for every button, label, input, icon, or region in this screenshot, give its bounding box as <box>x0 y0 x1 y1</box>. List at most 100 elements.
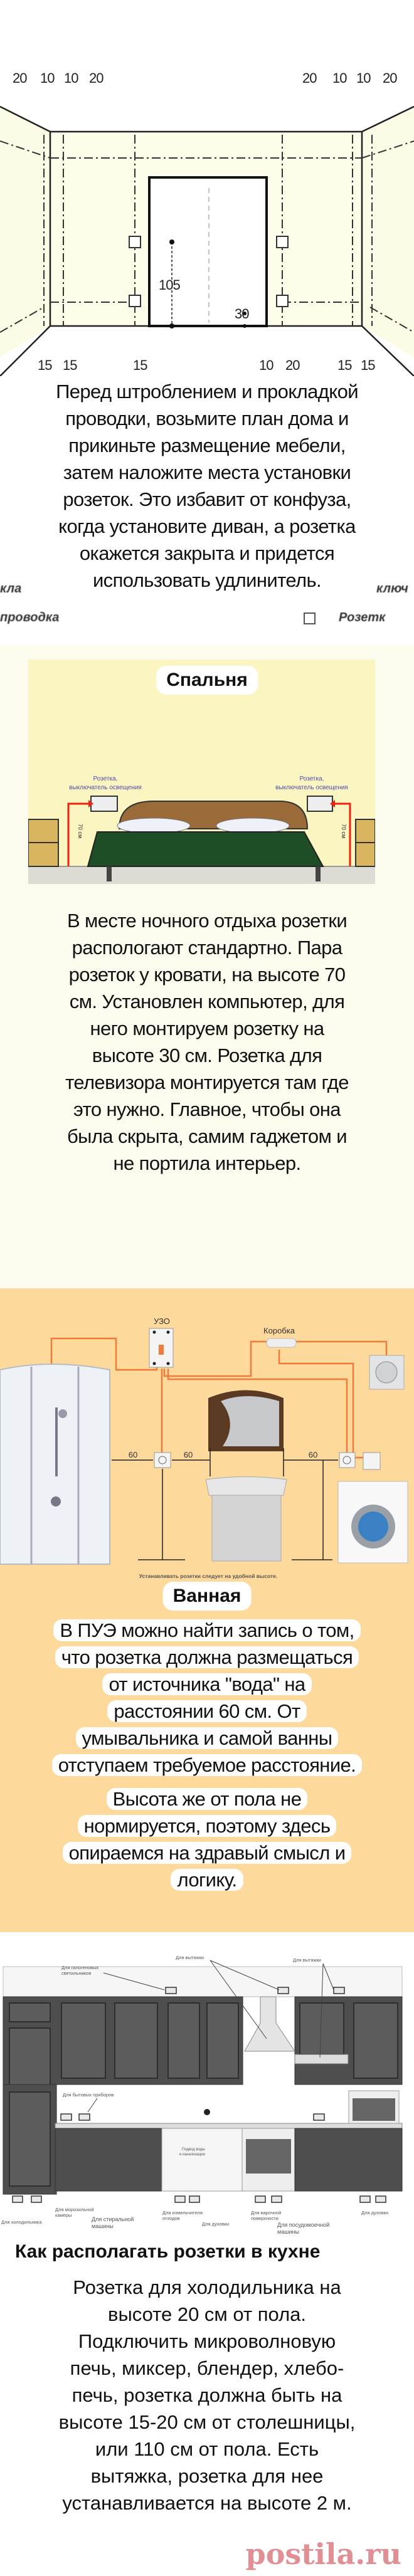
kitchen-section: Для галогеновых светильников Для вытяжки… <box>0 1932 414 2576</box>
box-label: Коробка <box>263 1326 295 1335</box>
distance-label: 60 <box>184 1450 193 1459</box>
outlet-icon <box>333 1987 345 1994</box>
outlet-icon <box>307 796 333 812</box>
kitchen-label: отходов <box>162 2216 180 2221</box>
outlet-icon <box>174 2195 186 2203</box>
bathroom-section: УЗО Коробка 60 60 60 Устанавливать розет… <box>0 1288 414 1932</box>
outlet-icon <box>12 2195 23 2203</box>
outlet-icon <box>90 796 118 812</box>
legend-outlet: Розетк <box>339 611 386 624</box>
bed-blanket <box>87 831 324 867</box>
range-hood <box>244 1996 295 2052</box>
legend-fragment: кла <box>0 582 22 596</box>
room-wiring-diagram: 20 10 10 20 20 10 10 20 105 30 15 15 15 … <box>0 70 414 376</box>
dimension-label: 15 <box>133 357 147 373</box>
dimension-label: 15 <box>63 357 77 373</box>
postila-watermark-logo: postila.ru <box>245 2537 401 2571</box>
kitchen-label: поверхности <box>251 2216 279 2221</box>
kitchen-heading: Как располагать розетки в кухне <box>15 2241 321 2262</box>
dimension-label: 10 <box>356 70 371 86</box>
kitchen-label: Для вытяжки <box>293 1957 321 1963</box>
kitchen-label: Для морозильной <box>55 2207 94 2212</box>
outlet-label: выключатель освещения <box>69 784 142 791</box>
bathroom-paragraph-2: Высота же от пола не нормируется, поэтом… <box>0 1785 414 1893</box>
kitchen-label: Для варочной <box>251 2210 281 2216</box>
kitchen-label: светильников <box>61 1970 91 1976</box>
kitchen-label: Для галогеновых <box>61 1965 98 1970</box>
intro-section: 20 10 10 20 20 10 10 20 105 30 15 15 15 … <box>0 0 414 644</box>
kitchen-paragraph: Розетка для холодильника на высоте 20 см… <box>58 2276 356 2514</box>
outlet-icon <box>129 236 141 248</box>
outlet-icon <box>255 2195 266 2203</box>
kitchen-label: Для духовки <box>202 2221 229 2227</box>
bathroom-paragraph-1: В ПУЭ можно найти запись о том, что розе… <box>0 1617 414 1779</box>
kitchen-label: машины <box>92 2223 114 2229</box>
junction-box <box>266 1338 297 1348</box>
outlet-icon <box>276 295 289 307</box>
outlet-icon <box>31 2195 42 2203</box>
outlet-icon <box>154 1452 171 1468</box>
dimension-label: 15 <box>337 357 352 373</box>
kitchen-outlets-illustration: Для галогеновых светильников Для вытяжки… <box>1 1955 403 2235</box>
bedroom-illustration: Розетка, выключатель освещения Розетка, … <box>28 660 375 884</box>
kitchen-label: и канализации <box>179 2153 205 2157</box>
dimension-label: 20 <box>89 70 104 86</box>
countertop <box>55 2123 403 2129</box>
dimension-label: 20 <box>383 70 397 86</box>
dimension-label: 20 <box>302 70 317 86</box>
height-label: 70 см <box>77 824 83 838</box>
outlet-icon <box>129 295 141 307</box>
dimension-label: 15 <box>38 357 52 373</box>
outlet-icon <box>189 2195 200 2203</box>
outlet-icon <box>339 1452 356 1468</box>
dimension-label: 10 <box>64 70 78 86</box>
outlet-label: Розетка, <box>300 775 324 782</box>
bedroom-section: Розетка, выключатель освещения Розетка, … <box>0 644 414 1288</box>
outlet-icon <box>304 612 316 624</box>
legend-wiring: проводка <box>0 611 60 624</box>
kitchen-label: Для вытяжки <box>176 1955 204 1960</box>
distance-label: 60 <box>129 1450 137 1459</box>
dimension-label: 10 <box>332 70 347 86</box>
kitchen-label: Для духовки <box>361 2210 388 2216</box>
bedroom-paragraph: В месте ночного отдыха розетки располога… <box>65 910 349 1174</box>
outlet-label: выключатель освещения <box>275 784 348 791</box>
shower-cabin <box>0 1364 110 1565</box>
rcd-label: УЗО <box>154 1317 170 1326</box>
outlet-icon <box>359 2195 371 2203</box>
dimension-label: 15 <box>361 357 375 373</box>
bathroom-caption: Устанавливать розетки следует на удобной… <box>139 1573 278 1579</box>
dimension-label: 10 <box>40 70 55 86</box>
bedroom-title: Спальня <box>156 666 258 695</box>
legend-fragment: ключ <box>376 582 408 596</box>
outlet-icon <box>271 2195 282 2203</box>
outlet-icon <box>375 2195 386 2203</box>
outlet-icon <box>277 1987 289 1994</box>
light-switch-icon <box>363 1452 381 1470</box>
kitchen-label: Для стиральной <box>92 2216 134 2222</box>
outlet-icon <box>78 2113 90 2121</box>
outlet-icon <box>313 2113 325 2121</box>
kitchen-label: Для холодильника <box>1 2219 42 2225</box>
dimension-label: 30 <box>235 306 249 322</box>
kitchen-label: Для посудомоечной <box>277 2222 329 2228</box>
dimension-label: 105 <box>159 277 180 293</box>
outlet-label: Розетка, <box>93 775 118 782</box>
dimension-label: 20 <box>13 70 27 86</box>
kitchen-label: машины <box>277 2229 299 2235</box>
intro-paragraph: Перед штроблением и прокладкой проводки,… <box>0 378 414 594</box>
distance-label: 60 <box>309 1450 317 1459</box>
height-label: 70 см <box>341 824 347 838</box>
bathroom-title: Ванная <box>162 1582 252 1611</box>
dimension-label: 20 <box>285 357 300 373</box>
outlet-icon <box>165 1987 177 1994</box>
sink-cabinet <box>211 1495 282 1562</box>
kitchen-label: Для бытовых приборов <box>63 2092 114 2098</box>
outlet-icon <box>60 2113 72 2121</box>
kitchen-label: Подвод воды <box>182 2148 205 2152</box>
dimension-label: 10 <box>259 357 273 373</box>
bathroom-wiring-illustration: УЗО Коробка 60 60 60 Устанавливать розет… <box>0 1317 408 1579</box>
kitchen-label: камеры <box>55 2212 72 2218</box>
kitchen-label: Для измельчителя <box>162 2210 203 2216</box>
outlet-icon <box>276 236 289 248</box>
